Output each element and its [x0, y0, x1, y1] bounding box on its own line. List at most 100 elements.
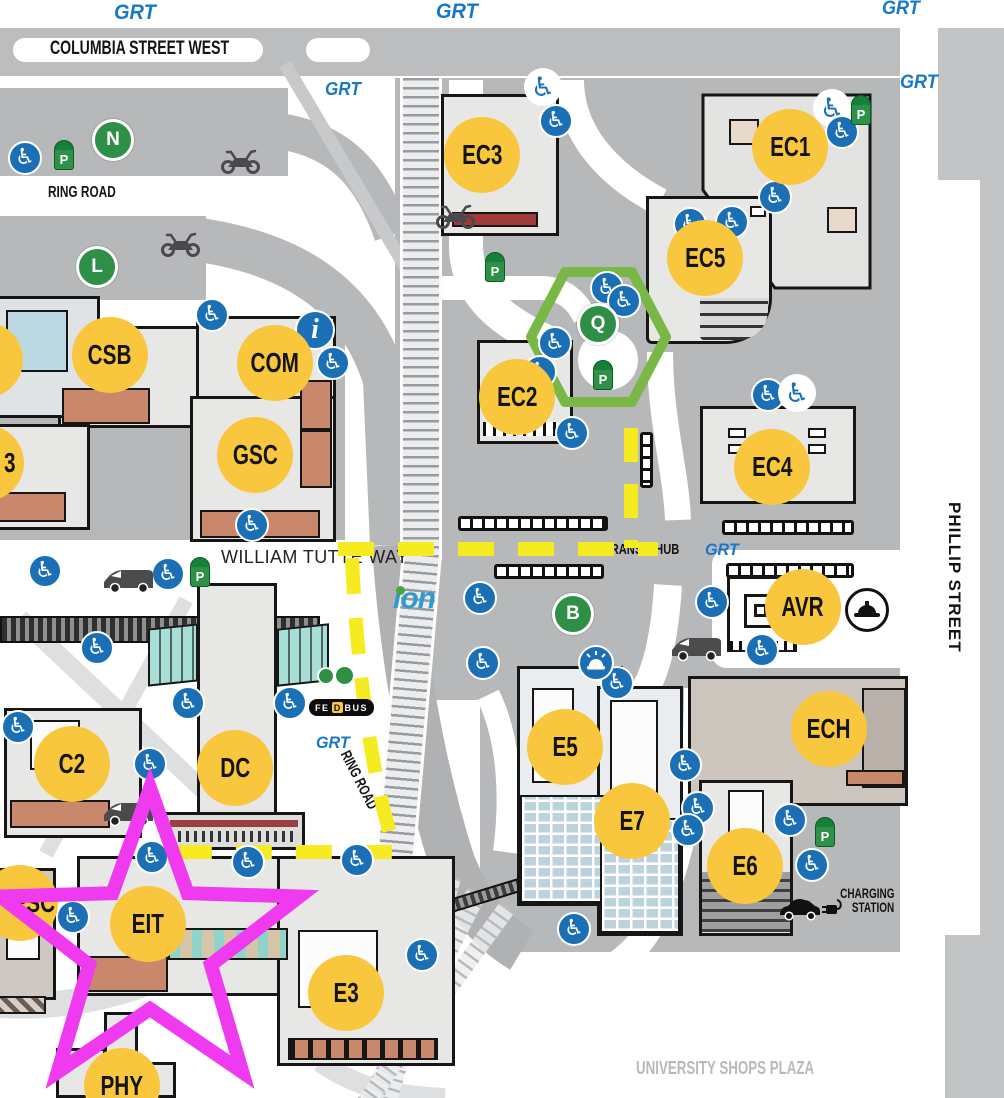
transit-platform-small — [640, 432, 653, 488]
charging-station-icon — [778, 893, 844, 930]
building-left-partial-2-brick — [0, 492, 66, 522]
phillip-street-band2 — [938, 28, 985, 180]
emergency-phone-icon — [577, 644, 615, 687]
building-ec4-window — [808, 428, 826, 438]
grt-logo: GRT — [900, 72, 938, 93]
accessibility-icon: ♿ — [463, 581, 497, 615]
building-ec5-door — [750, 206, 766, 217]
accessibility-icon: ♿ — [466, 646, 500, 680]
accessibility-icon: ♿ — [671, 813, 705, 847]
accessibility-icon: ♿ — [695, 585, 729, 619]
building-label-dc: DC — [197, 730, 273, 806]
building-label-ec4: EC4 — [734, 429, 810, 505]
building-label-ec2: EC2 — [479, 359, 555, 435]
accessibility-icon: ♿ — [745, 633, 779, 667]
building-com-brick — [300, 380, 332, 430]
building-label-e5: E5 — [527, 709, 603, 785]
charging-station-label: CHARGING STATION — [839, 886, 894, 915]
van-icon — [101, 562, 155, 599]
building-label-csb: CSB — [72, 317, 148, 393]
building-label-ech: ECH — [791, 691, 867, 767]
tree-icon — [317, 667, 335, 685]
ion-logo-dot — [396, 586, 405, 595]
building-label-ec1: EC1 — [752, 109, 828, 185]
building-gsc-brick2 — [300, 430, 332, 488]
building-label-eit: EIT — [110, 886, 186, 962]
grt-logo: GRT — [114, 1, 156, 24]
parking-meter-icon: P — [54, 140, 74, 170]
accessibility-icon: ♿ — [151, 557, 185, 591]
accessibility-icon: ♿ — [557, 912, 591, 946]
motorcycle-icon — [220, 147, 262, 179]
accessibility-icon: ♿ — [133, 747, 167, 781]
transit-platform — [722, 520, 854, 535]
accessibility-icon: ♿ — [555, 416, 589, 450]
accessibility-icon: ♿ — [538, 326, 572, 360]
grt-logo: GRT — [705, 540, 739, 559]
accessibility-icon: ♿ — [135, 840, 169, 874]
columbia-top-edge — [0, 22, 1004, 28]
accessibility-icon: ♿ — [795, 848, 829, 882]
zone-label-n: N — [92, 119, 134, 161]
building-e3-brick — [288, 1038, 438, 1060]
building-ec5-grid — [700, 298, 768, 340]
building-label-e3: E3 — [308, 955, 384, 1031]
parking-meter-icon: P — [851, 95, 871, 125]
accessibility-icon: ♿ — [340, 843, 374, 877]
building-label-c2: C2 — [34, 726, 110, 802]
accessibility-icon: ♿ — [773, 803, 807, 837]
van-icon — [669, 630, 723, 667]
accessibility-icon: ♿ — [8, 141, 42, 175]
grt-logo: GRT — [316, 733, 350, 752]
motorcycle-icon — [435, 202, 477, 234]
zone-label-b: B — [552, 593, 594, 635]
building-label-com: COM — [237, 325, 313, 401]
transit-platform — [494, 564, 604, 579]
university-shops-plaza-label: UNIVERSITY SHOPS PLAZA — [636, 1058, 815, 1078]
building-label-ec3: EC3 — [444, 117, 520, 193]
grt-logo: GRT — [325, 79, 361, 99]
motorcycle-icon — [160, 230, 202, 262]
building-label-ec5: EC5 — [667, 220, 743, 296]
building-label-e6: E6 — [707, 828, 783, 904]
accessibility-icon: ♿ — [28, 554, 62, 588]
accessibility-icon: ♿ — [668, 748, 702, 782]
parking-meter-icon: P — [815, 817, 835, 847]
parking-meter-icon: P — [485, 252, 505, 282]
accessibility-icon: ♿ — [778, 374, 816, 412]
building-ec4 — [700, 406, 856, 504]
road-centerline — [13, 38, 263, 62]
accessibility-icon: ♿ — [171, 686, 205, 720]
zone-label-l: L — [76, 246, 118, 288]
building-label-partial-top — [0, 322, 23, 398]
building-label-gsc: GSC — [217, 417, 293, 493]
building-label-avr: AVR — [765, 569, 841, 645]
phillip-street-label: PHILLIP STREET — [945, 502, 964, 653]
columbia-street-label: COLUMBIA STREET WEST — [50, 38, 230, 59]
grt-logo: GRT — [882, 0, 920, 19]
construction-icon — [844, 587, 890, 638]
building-ech-brick — [846, 770, 904, 786]
accessibility-icon: ♿ — [524, 68, 562, 106]
phillip-street-band3 — [945, 935, 983, 1098]
accessibility-icon: ♿ — [235, 508, 269, 542]
ion-rail-corridor — [400, 78, 442, 560]
tree-icon — [334, 665, 355, 686]
transit-platform — [458, 516, 608, 531]
accessibility-icon: ♿ — [56, 900, 90, 934]
ring-road-nw-label: RING ROAD — [48, 184, 116, 201]
accessibility-icon: ♿ — [1, 710, 35, 744]
zone-q-hexagon — [526, 267, 671, 407]
accessibility-icon: ♿ — [273, 686, 307, 720]
accessibility-icon: ♿ — [231, 845, 265, 879]
building-ec4-window — [728, 428, 746, 438]
phillip-street-band — [980, 28, 1004, 1098]
building-ec4-window — [808, 444, 826, 454]
zone-label-q: Q — [577, 303, 619, 345]
parking-meter-icon: P — [593, 360, 613, 390]
accessibility-icon: ♿ — [316, 346, 350, 380]
grt-logo: GRT — [436, 0, 478, 23]
